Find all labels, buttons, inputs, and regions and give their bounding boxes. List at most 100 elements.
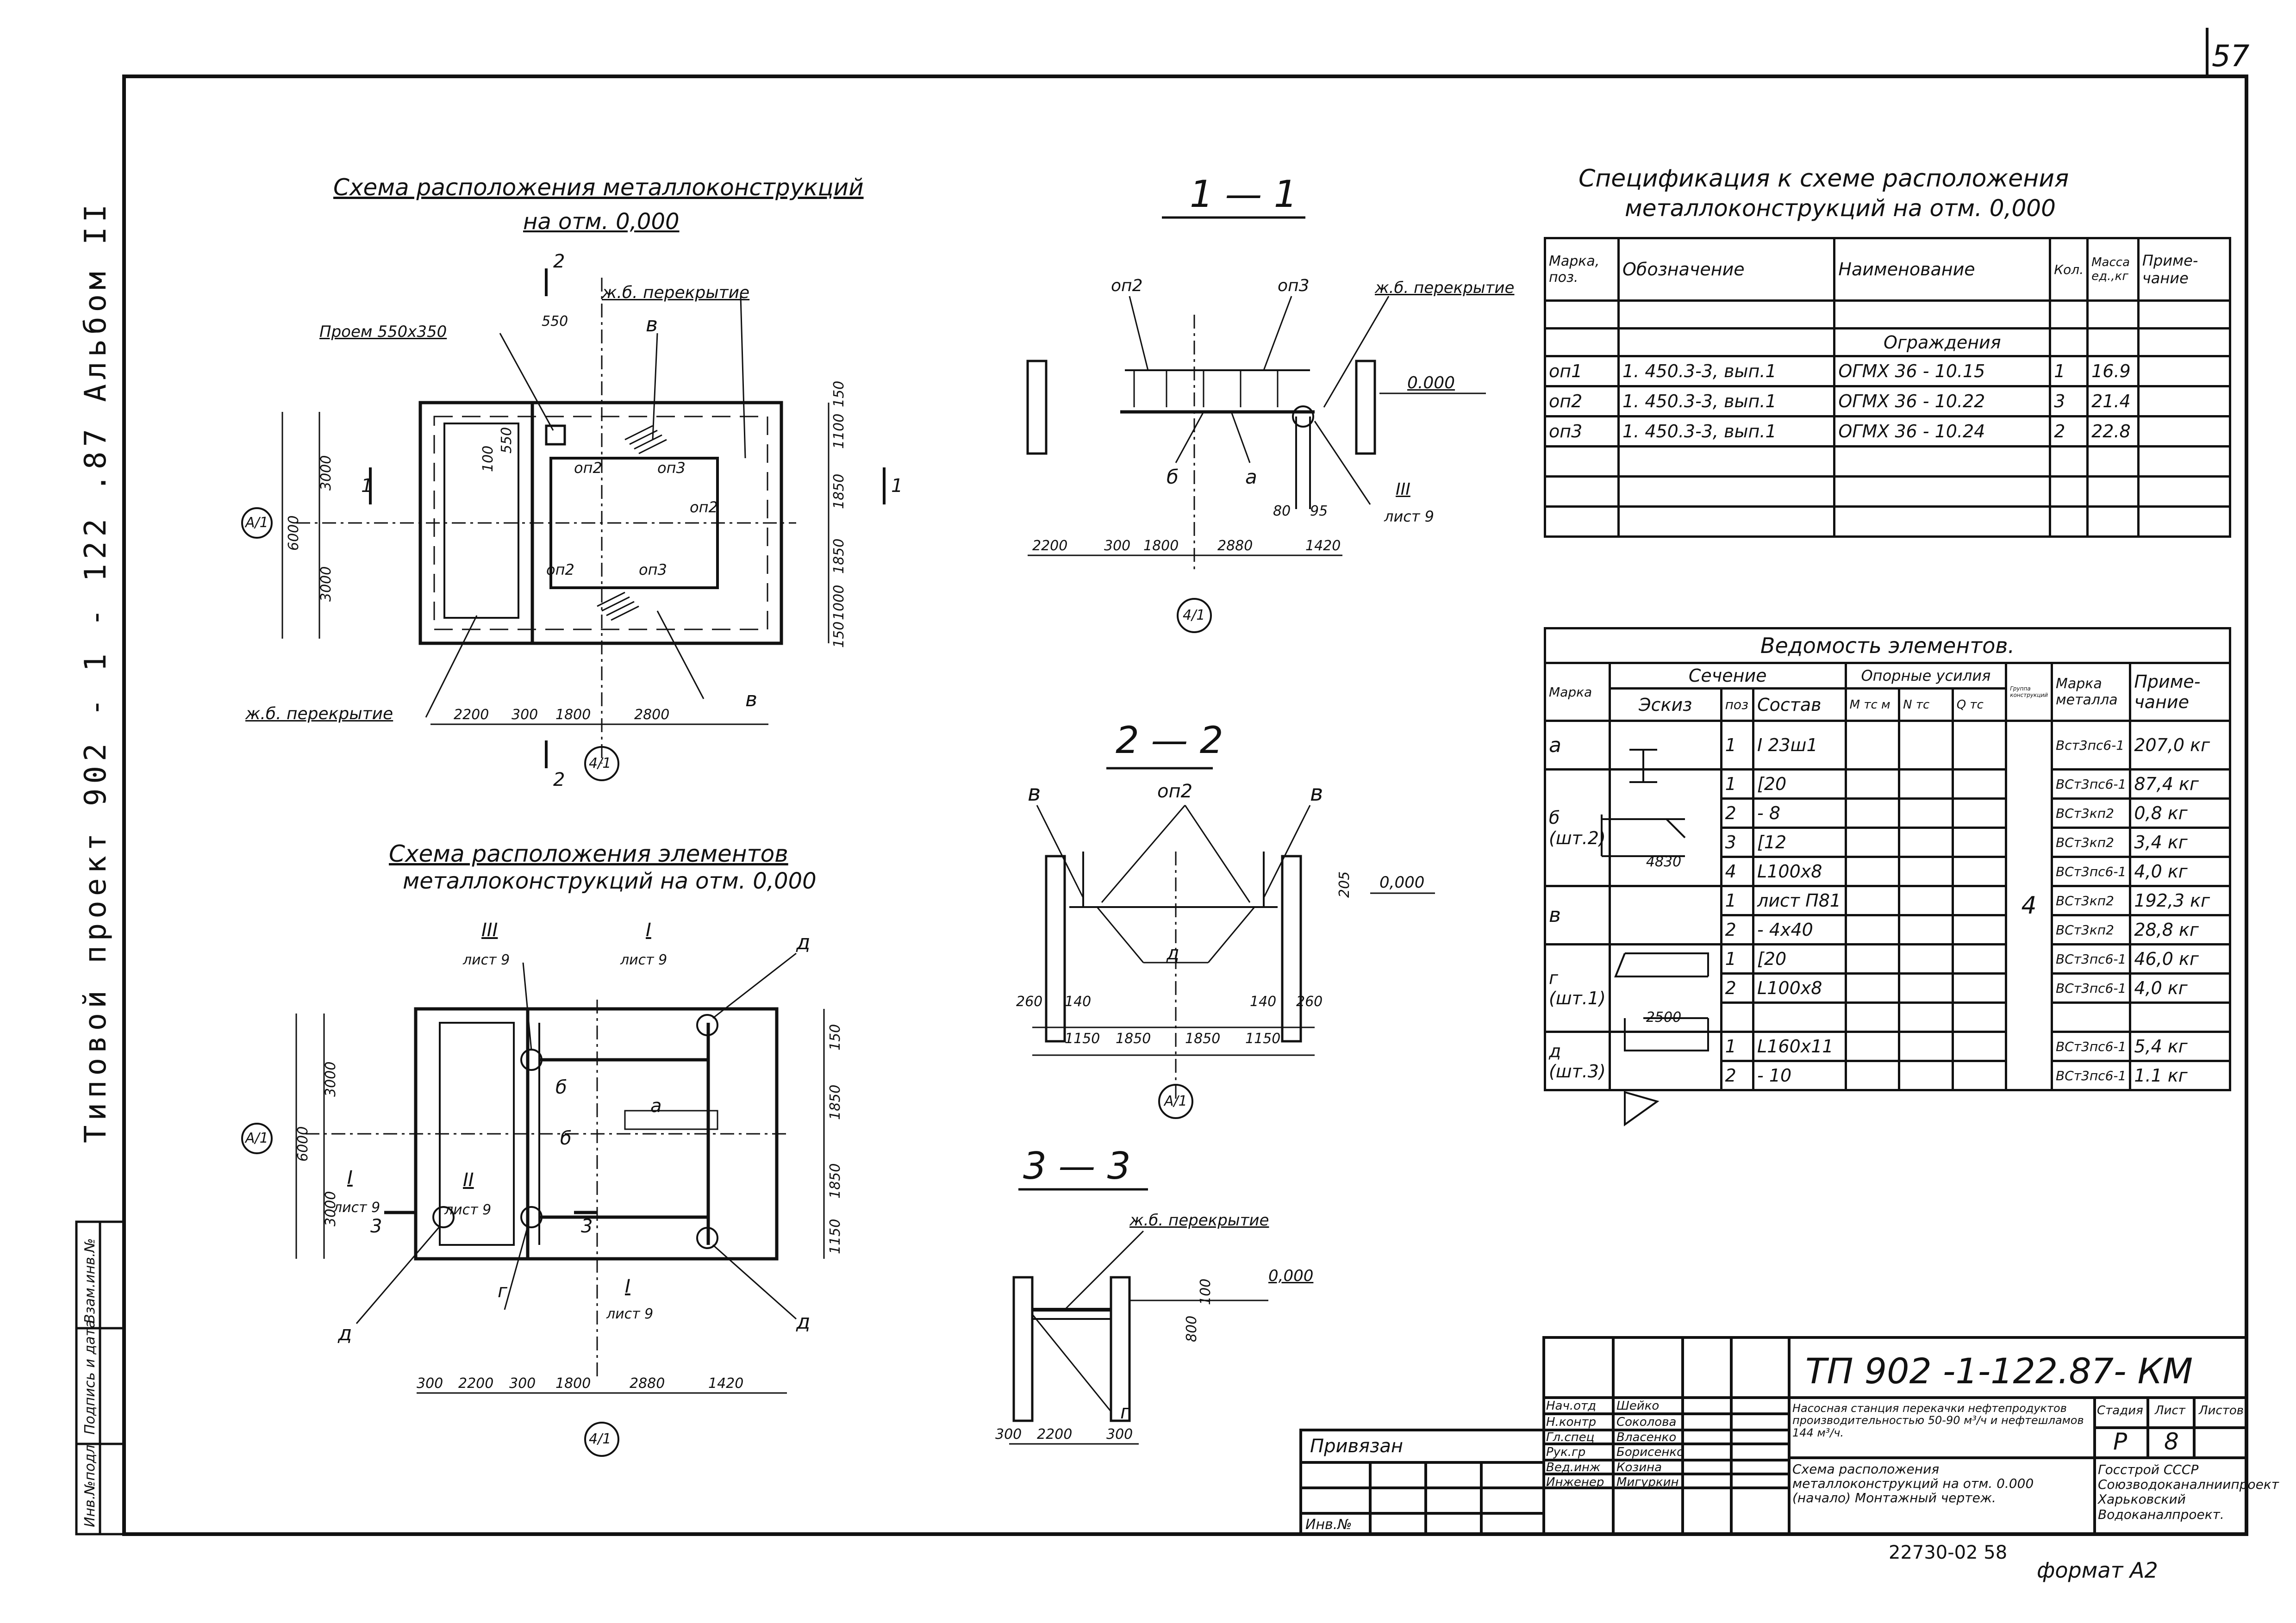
plan2-I-bot-sheet: лист 9 <box>606 1306 654 1322</box>
plan1-cut2-bottom: 2 <box>553 769 565 790</box>
el-cell: 1 <box>1720 943 1755 975</box>
el-cell: - 4х40 <box>1752 914 1847 945</box>
spec-cell: 2 <box>2049 415 2089 448</box>
plan1-cut1-left: 1 <box>361 475 373 497</box>
el-h-note: Приме-чание <box>2129 662 2231 722</box>
el-cell: 46,0 кг <box>2129 943 2231 975</box>
el-cell: а <box>1544 720 1611 771</box>
el-cell: в <box>1544 885 1611 945</box>
titleblock-sheet-title: Схема расположения металлоконструкций на… <box>1792 1461 2034 1505</box>
spec-h-mass: Масса ед.,кг <box>2086 237 2140 302</box>
titleblock-sheet-h: Лист <box>2155 1404 2185 1418</box>
section22-dim-260b: 260 <box>1296 994 1323 1010</box>
section22-dim-1850b: 1850 <box>1185 1031 1221 1047</box>
plan1-dim-2800: 2800 <box>634 707 670 723</box>
plan1-label-op3a: оп3 <box>657 459 686 477</box>
section11-slab: ж.б. перекрытие <box>1375 279 1515 297</box>
spec-h-qty: Кол. <box>2049 237 2089 302</box>
el-cell: ВСт3кп2 <box>2050 827 2132 858</box>
plan2-dim-1800: 1800 <box>555 1375 591 1392</box>
el-cell: 2 <box>1720 914 1755 945</box>
plan1-slab-top: ж.б. перекрытие <box>602 283 750 302</box>
el-cell: 4 <box>1720 856 1755 887</box>
el-cell: ВСт3кп2 <box>2050 914 2132 945</box>
spec-h-mark: Марка, поз. <box>1544 237 1620 302</box>
el-cell: 1 <box>1720 1031 1755 1062</box>
spec-h-name: Наименование <box>1833 237 2052 302</box>
section11-a: а <box>1245 466 1257 488</box>
plan2-d3: д <box>796 1310 811 1334</box>
el-h-pos: поз <box>1720 687 1755 722</box>
el-cell: д (шт.3) <box>1544 1031 1611 1091</box>
plan2-I-top-sheet: лист 9 <box>620 952 668 968</box>
spec-h-designation: Обозначение <box>1617 237 1836 302</box>
section11-dim-80: 80 <box>1273 503 1291 519</box>
titleblock-name-0: Шейко <box>1616 1399 1660 1413</box>
plan1-subtitle: на отм. 0,000 <box>523 209 680 235</box>
el-h-sketch: Эскиз <box>1608 687 1722 722</box>
section11-title: 1 — 1 <box>1190 173 1298 216</box>
el-cell: 207,0 кг <box>2129 720 2231 771</box>
spec-cell: 1 <box>2049 355 2089 387</box>
section11-node: III <box>1396 480 1410 499</box>
section22-v1: в <box>1028 780 1041 806</box>
plan2-dim-2880: 2880 <box>630 1375 665 1392</box>
section22-dim-1150b: 1150 <box>1245 1031 1281 1047</box>
el-cell: 2 <box>1720 1060 1755 1091</box>
plan1-dim-550: 550 <box>542 313 568 330</box>
el-cell: - 8 <box>1752 797 1847 829</box>
spec-cell: оп1 <box>1544 355 1620 387</box>
plan2-II-sheet: лист 9 <box>444 1202 492 1218</box>
el-cell: 2 <box>1720 797 1755 829</box>
section11-drawing <box>1026 216 1486 633</box>
plan2-dim-300b: 300 <box>509 1375 536 1392</box>
el-cell: [20 <box>1752 768 1847 800</box>
el-cell: - 10 <box>1752 1060 1847 1091</box>
plan2-a: а <box>650 1095 662 1117</box>
el-cell: [12 <box>1752 827 1847 858</box>
plan2-dim-2200: 2200 <box>458 1375 494 1392</box>
el-cell: ВСт3пс6-1 <box>2050 1060 2132 1091</box>
section22-dim-140b: 140 <box>1250 994 1277 1010</box>
el-cell: [20 <box>1752 943 1847 975</box>
section11-op2: оп2 <box>1111 276 1143 295</box>
titleblock-sheets-h: Листов <box>2199 1404 2244 1418</box>
el-cell: 1 <box>1720 720 1755 771</box>
section22-mark: 0,000 <box>1379 873 1425 892</box>
section11-dim-95: 95 <box>1310 503 1328 519</box>
titleblock-role-5: Инженер <box>1546 1475 1604 1489</box>
spec-cell: 21.4 <box>2086 385 2140 417</box>
section22-dim-260a: 260 <box>1016 994 1043 1010</box>
spec-title: Спецификация к схеме расположения <box>1578 165 2069 193</box>
el-cell: 1.1 кг <box>2129 1060 2231 1091</box>
el-h-comp: Состав <box>1752 687 1847 722</box>
section22-op2: оп2 <box>1157 781 1193 802</box>
left-stamp-strip <box>75 1220 125 1536</box>
plan2-cut3b: 3 <box>581 1216 593 1237</box>
section11-mark: 0.000 <box>1407 373 1455 392</box>
el-sketch-dim-4830: 4830 <box>1646 853 1682 870</box>
el-cell: I 23ш1 <box>1752 720 1847 771</box>
plan1-cut1-right: 1 <box>891 475 903 497</box>
section33-drawing <box>1009 1188 1268 1445</box>
plan1-slab-bottom: ж.б. перекрытие <box>245 704 393 723</box>
el-group-value: 4 <box>2005 720 2053 1091</box>
spec-cell: 16.9 <box>2086 355 2140 387</box>
el-sketch-b: 4830 <box>1608 768 1722 887</box>
el-h-n: N тс <box>1898 687 1954 722</box>
section22-drawing <box>1032 767 1435 1119</box>
plan2-II: II <box>463 1169 474 1191</box>
titleblock-name-5: Мигуркин <box>1616 1475 1679 1489</box>
titleblock-name-1: Соколова <box>1616 1415 1677 1429</box>
elements-table: Ведомость элементов. Марка Сечение Опорн… <box>1544 627 2231 1091</box>
plan2-I-left: I <box>347 1167 353 1188</box>
spec-cell: 3 <box>2049 385 2089 417</box>
titleblock-role-4: Вед.инж <box>1546 1461 1601 1474</box>
